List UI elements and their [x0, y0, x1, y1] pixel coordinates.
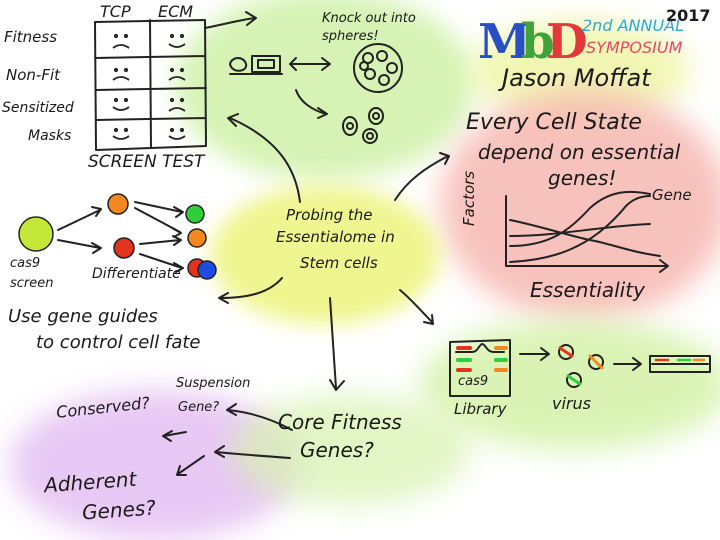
- arrow-core-to-suspension: [226, 403, 293, 431]
- arrow-center-to-core: [329, 297, 345, 391]
- speaker-name: Jason Moffat: [502, 64, 651, 92]
- arrow-center-to-guides: [218, 277, 283, 304]
- face-smile-4: [168, 127, 186, 140]
- annual-label: 2nd ANNUAL: [582, 16, 685, 35]
- arrow-core-to-adherent: [214, 445, 291, 459]
- arrow-center-to-library: [399, 289, 434, 325]
- logo-letter-d: D: [546, 14, 588, 70]
- logo-letter-m: M: [478, 14, 532, 70]
- col-label-ecm: ECM: [158, 2, 194, 21]
- screen-test-title: SCREEN TEST: [88, 152, 205, 172]
- row-label-sensitized: Sensitized: [2, 100, 74, 116]
- gene-curve-label: Gene: [652, 186, 692, 204]
- green-cell-1: [185, 204, 205, 224]
- face-frown-3: [168, 67, 186, 81]
- red-wash-essential: [440, 90, 720, 320]
- blue-cell: [197, 260, 217, 280]
- essential-title-line-2: depend on essential: [478, 140, 681, 164]
- yellow-wash-center: [210, 185, 440, 325]
- library-label: Library: [454, 400, 507, 418]
- arrow-table-to-knockout: [204, 11, 257, 29]
- library-cas9-label: cas9: [458, 374, 489, 389]
- col-label-tcp: TCP: [100, 2, 131, 21]
- arrow-library-to-virus: [519, 347, 550, 361]
- logo-letter-b: b: [521, 14, 555, 70]
- row-label-fitness: Fitness: [4, 28, 58, 46]
- year-label: 2017: [666, 6, 711, 25]
- core-line-2: Genes?: [300, 438, 374, 462]
- arrow-to-small-spheres: [295, 89, 328, 119]
- arrow-center-to-table: [227, 113, 301, 203]
- essentiality-axis-label: Essentiality: [530, 278, 645, 302]
- essential-title-line-3: genes!: [548, 166, 617, 190]
- center-line-3: Stem cells: [300, 254, 378, 272]
- orange-cell-2: [187, 228, 207, 248]
- arrow-device-to-sphere: [289, 57, 331, 71]
- face-smile-1: [168, 33, 186, 48]
- screen-label: screen: [10, 276, 54, 291]
- red-cell: [113, 237, 135, 259]
- cas9-label: cas9: [10, 256, 41, 271]
- arrow-virus-to-dish: [613, 357, 642, 371]
- arrow-center-to-essential: [394, 152, 450, 201]
- face-frown-2: [112, 67, 130, 81]
- virus-particles: [558, 346, 604, 386]
- arrow-gene-to-adherent: [176, 455, 205, 476]
- use-guides-label: Use gene guides: [8, 306, 158, 327]
- library-box: [449, 339, 511, 397]
- row-label-nonfit: Non-Fit: [6, 66, 60, 84]
- symposium-label: SYMPOSIUM: [586, 38, 683, 57]
- petri-dish: [649, 355, 711, 373]
- cell-circles: [18, 193, 217, 280]
- cas9-cell: [18, 216, 54, 252]
- screen-faces: [112, 33, 186, 140]
- row-label-masks: Masks: [28, 128, 72, 144]
- adherent-line-2: Genes?: [81, 495, 157, 525]
- suspension-label: Suspension: [176, 376, 251, 391]
- essential-title-line-1: Every Cell State: [466, 110, 642, 135]
- green-wash-top: [175, 0, 475, 180]
- library-guides: [456, 346, 508, 372]
- control-fate-label: to control cell fate: [36, 332, 201, 353]
- arrow-suspension-to-conserved: [162, 430, 187, 442]
- face-smile-2: [112, 97, 130, 111]
- screen-table-grid: [94, 19, 207, 151]
- face-smile-3: [112, 127, 130, 140]
- differentiate-label: Differentiate: [92, 266, 181, 282]
- face-frown-1: [112, 33, 130, 49]
- center-line-2: Essentialome in: [276, 228, 395, 246]
- orange-cell: [107, 193, 129, 215]
- face-frown-4: [168, 97, 186, 112]
- core-line-1: Core Fitness: [278, 410, 402, 434]
- center-line-1: Probing the: [286, 206, 373, 224]
- green-wash-core: [230, 395, 470, 505]
- factors-axis-label: Factors: [460, 170, 478, 226]
- virus-label: virus: [552, 394, 591, 413]
- knockout-label: Knock out into spheres!: [322, 11, 416, 44]
- suspension-gene-label: Gene?: [178, 400, 220, 415]
